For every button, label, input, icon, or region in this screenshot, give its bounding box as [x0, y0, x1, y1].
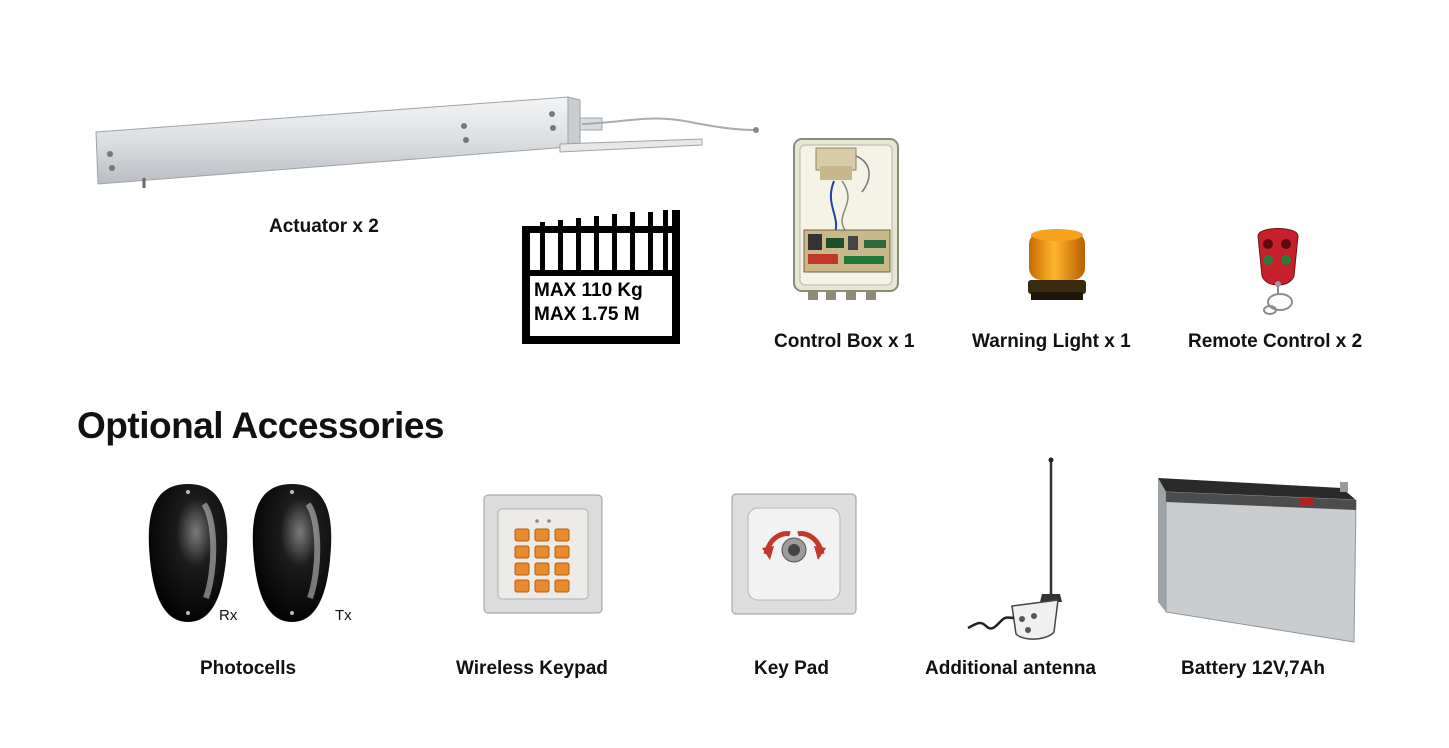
antenna-caption: Additional antenna [925, 658, 1096, 679]
remote-control-icon [1257, 228, 1299, 315]
warning-light-caption: Warning Light x 1 [972, 331, 1131, 352]
battery-caption: Battery 12V,7Ah [1181, 658, 1325, 679]
key-pad-caption: Key Pad [754, 658, 829, 679]
photocells-caption: Photocells [200, 658, 297, 679]
control-box-caption: Control Box x 1 [774, 331, 915, 352]
photocell-tx-icon [252, 484, 332, 622]
photocell-rx-label: Rx [219, 607, 238, 624]
gate-max-weight: MAX 110 Kg [534, 280, 643, 301]
photocell-tx-label: Tx [335, 607, 352, 624]
antenna-icon [967, 457, 1062, 640]
wireless-keypad-icon [483, 494, 603, 614]
photocell-rx-icon [148, 484, 228, 622]
remote-control-caption: Remote Control x 2 [1188, 331, 1363, 352]
wireless-keypad-caption: Wireless Keypad [456, 658, 608, 679]
linear-actuator-icon [95, 96, 759, 188]
gate-max-width: MAX 1.75 M [534, 304, 640, 325]
actuator-caption: Actuator x 2 [269, 216, 379, 237]
key-switch-icon [731, 493, 857, 615]
optional-accessories-title: Optional Accessories [77, 405, 445, 446]
warning-light-icon [1028, 229, 1086, 300]
gate-icon [522, 210, 680, 344]
battery-icon [1158, 478, 1357, 643]
control-box-icon [793, 138, 899, 300]
